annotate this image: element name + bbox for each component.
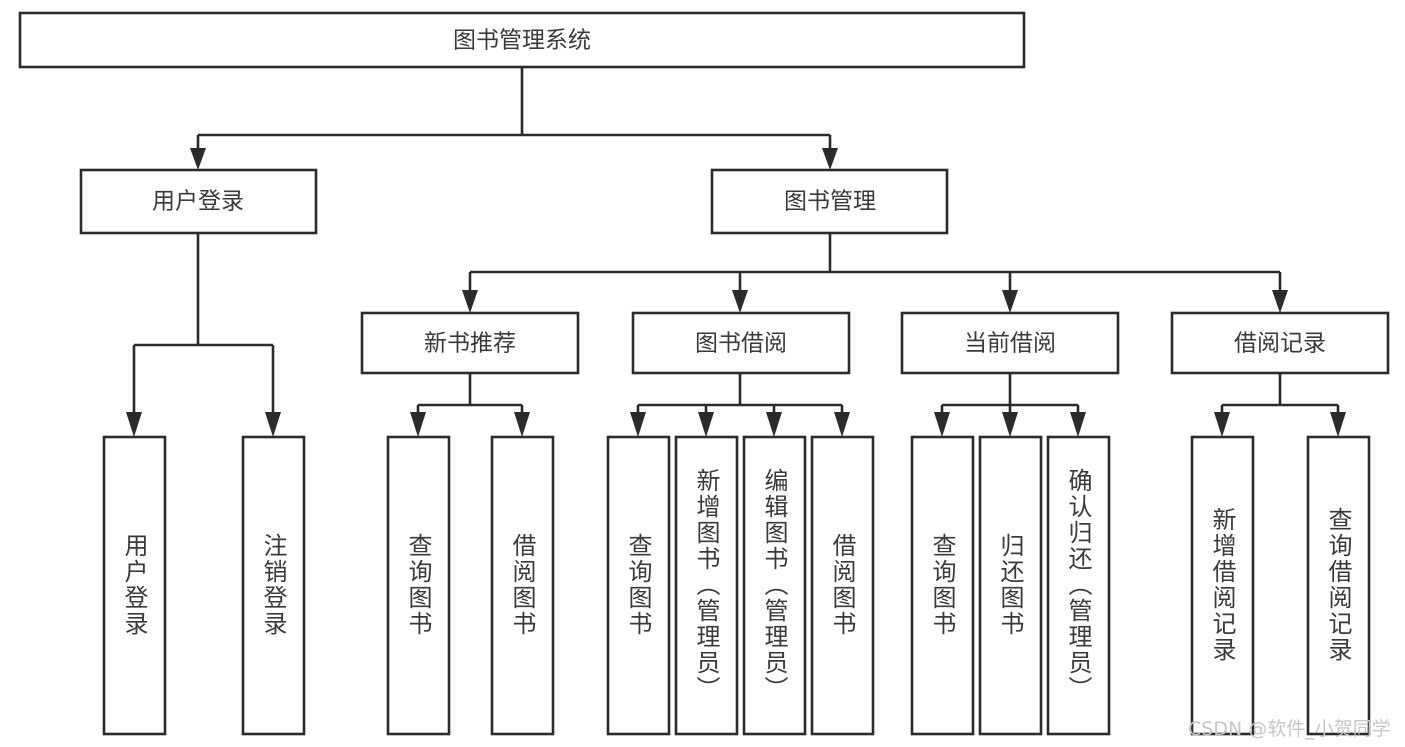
arrow-to-leaf-confirm-return xyxy=(1070,412,1086,437)
arrow-to-borrow-record xyxy=(1272,290,1288,313)
node-leaf-query-book-3[interactable]: 查询图书 xyxy=(910,435,975,736)
node-book-management[interactable]: 图书管理 xyxy=(710,168,949,235)
node-leaf-borrow-book-1-label: 借阅图书 xyxy=(508,533,536,637)
arrow-to-leaf-user-login xyxy=(126,412,142,437)
arrow-to-leaf-borrow-book-1 xyxy=(514,412,530,437)
arrow-root-to-book-management xyxy=(822,148,838,170)
node-leaf-add-record-label: 新增借阅记录 xyxy=(1208,507,1236,663)
node-leaf-confirm-return[interactable]: 确认归还（管理员） xyxy=(1046,435,1111,736)
node-book-borrow-label: 图书借阅 xyxy=(695,331,787,357)
arrow-root-to-user-login xyxy=(190,148,206,170)
node-leaf-confirm-return-label: 确认归还（管理员） xyxy=(1064,468,1092,702)
arrow-to-new-book-recommend xyxy=(462,290,478,313)
arrow-to-leaf-edit-book xyxy=(766,412,782,437)
node-root[interactable]: 图书管理系统 xyxy=(18,11,1026,69)
arrow-to-leaf-query-book-2 xyxy=(630,412,646,437)
node-leaf-user-logout-box[interactable] xyxy=(241,435,306,736)
connector-layer xyxy=(126,67,1346,437)
arrow-to-leaf-query-record xyxy=(1330,412,1346,437)
arrow-to-book-borrow xyxy=(732,290,748,313)
node-leaf-confirm-return-box[interactable] xyxy=(1046,435,1111,736)
node-borrow-record-label: 借阅记录 xyxy=(1234,331,1326,357)
node-leaf-user-login-label: 用户登录 xyxy=(120,533,148,637)
node-leaf-add-book[interactable]: 新增图书（管理员） xyxy=(674,435,739,736)
node-leaf-query-book-2-box[interactable] xyxy=(606,435,671,736)
node-user-login-label: 用户登录 xyxy=(152,189,244,215)
node-leaf-query-record-box[interactable] xyxy=(1306,435,1371,736)
node-leaf-return-book[interactable]: 归还图书 xyxy=(978,435,1043,736)
node-leaf-edit-book[interactable]: 编辑图书（管理员） xyxy=(742,435,807,736)
node-leaf-borrow-book-1[interactable]: 借阅图书 xyxy=(490,435,555,736)
node-leaf-add-book-box[interactable] xyxy=(674,435,739,736)
node-leaf-query-book-3-label: 查询图书 xyxy=(928,533,956,637)
node-borrow-record-box[interactable] xyxy=(1170,311,1390,375)
node-leaf-edit-book-label: 编辑图书（管理员） xyxy=(760,468,788,702)
node-leaf-return-book-label: 归还图书 xyxy=(996,533,1024,637)
node-leaf-query-book-1-label: 查询图书 xyxy=(404,533,432,637)
node-leaf-query-record[interactable]: 查询借阅记录 xyxy=(1306,435,1371,736)
arrow-to-leaf-query-book-3 xyxy=(934,412,950,437)
node-book-borrow[interactable]: 图书借阅 xyxy=(631,311,851,375)
node-leaf-return-book-box[interactable] xyxy=(978,435,1043,736)
node-new-book-recommend[interactable]: 新书推荐 xyxy=(360,311,580,375)
node-book-borrow-box[interactable] xyxy=(631,311,851,375)
node-leaf-user-login[interactable]: 用户登录 xyxy=(102,435,167,736)
arrow-to-leaf-query-book-1 xyxy=(410,412,426,437)
arrow-to-leaf-add-book xyxy=(698,412,714,437)
node-current-borrow-label: 当前借阅 xyxy=(964,331,1056,357)
node-current-borrow-box[interactable] xyxy=(900,311,1120,375)
node-leaf-user-login-box[interactable] xyxy=(102,435,167,736)
node-book-management-label: 图书管理 xyxy=(784,189,876,215)
node-leaf-borrow-book-2[interactable]: 借阅图书 xyxy=(810,435,875,736)
node-leaf-query-book-2[interactable]: 查询图书 xyxy=(606,435,671,736)
arrow-to-leaf-add-record xyxy=(1214,412,1230,437)
node-leaf-query-book-1[interactable]: 查询图书 xyxy=(386,435,451,736)
node-leaf-borrow-book-2-label: 借阅图书 xyxy=(828,533,856,637)
node-borrow-record[interactable]: 借阅记录 xyxy=(1170,311,1390,375)
node-leaf-user-logout[interactable]: 注销登录 xyxy=(241,435,306,736)
node-leaf-add-book-label: 新增图书（管理员） xyxy=(692,468,720,702)
node-leaf-query-book-3-box[interactable] xyxy=(910,435,975,736)
node-leaf-edit-book-box[interactable] xyxy=(742,435,807,736)
node-new-book-recommend-box[interactable] xyxy=(360,311,580,375)
node-root-label: 图书管理系统 xyxy=(453,28,591,54)
node-user-login[interactable]: 用户登录 xyxy=(79,168,318,235)
node-leaf-add-record-box[interactable] xyxy=(1190,435,1255,736)
node-leaf-user-logout-label: 注销登录 xyxy=(259,533,287,637)
node-current-borrow[interactable]: 当前借阅 xyxy=(900,311,1120,375)
arrow-to-current-borrow xyxy=(1002,290,1018,313)
node-leaf-add-record[interactable]: 新增借阅记录 xyxy=(1190,435,1255,736)
node-root-box[interactable] xyxy=(18,11,1026,69)
arrow-to-leaf-return-book xyxy=(1002,412,1018,437)
node-leaf-borrow-book-2-box[interactable] xyxy=(810,435,875,736)
node-user-login-box[interactable] xyxy=(79,168,318,235)
csdn-watermark: CSDN @软件_小贺同学 xyxy=(1188,718,1391,740)
node-leaf-query-book-2-label: 查询图书 xyxy=(624,533,652,637)
node-book-management-box[interactable] xyxy=(710,168,949,235)
node-leaf-query-book-1-box[interactable] xyxy=(386,435,451,736)
arrow-to-leaf-borrow-book-2 xyxy=(834,412,850,437)
node-leaf-query-record-label: 查询借阅记录 xyxy=(1324,507,1352,663)
node-new-book-recommend-label: 新书推荐 xyxy=(424,331,516,357)
arrow-to-leaf-user-logout xyxy=(265,412,281,437)
node-leaf-borrow-book-1-box[interactable] xyxy=(490,435,555,736)
